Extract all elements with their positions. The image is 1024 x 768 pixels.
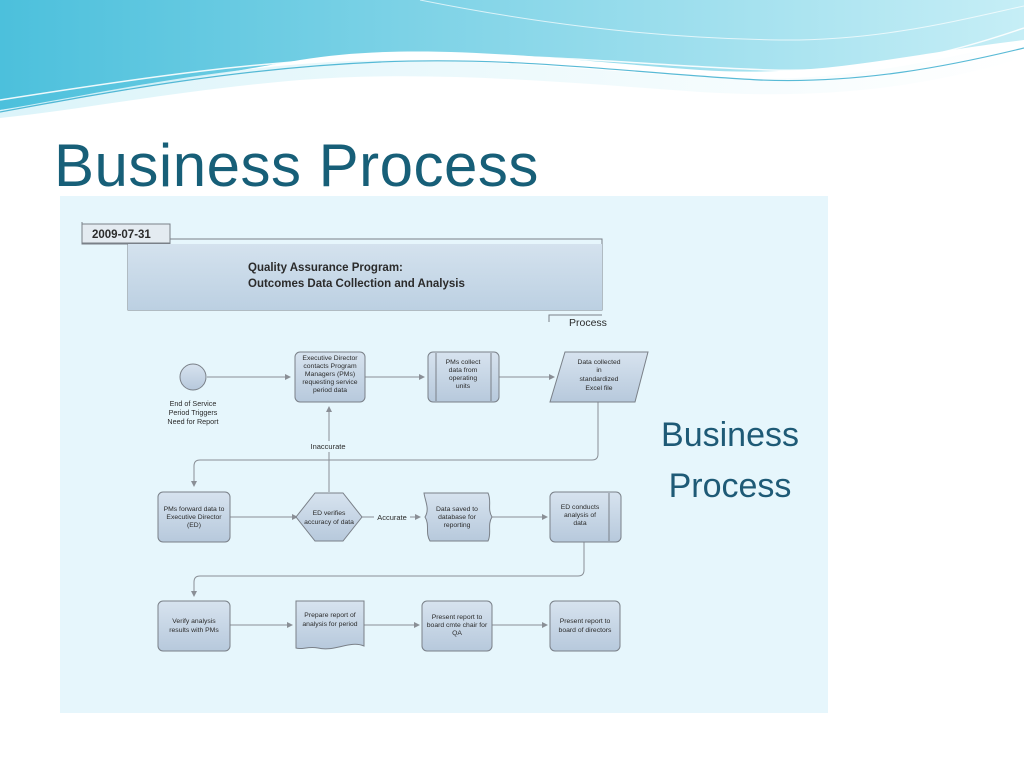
- step-text: data from: [449, 367, 478, 374]
- step-present-to-board: Present report to board of directors: [549, 600, 621, 652]
- step-text: data: [573, 520, 586, 527]
- step-present-to-chair: Present report to board cmte chair for Q…: [421, 600, 493, 652]
- start-event-line2: Period Triggers: [169, 408, 218, 417]
- flow-connectors: [191, 374, 599, 628]
- step-text: PMs forward data to: [164, 506, 225, 513]
- step-text: operating: [449, 375, 478, 382]
- step-text: standardized: [580, 376, 619, 383]
- step-text: requesting service: [302, 379, 357, 386]
- step-text: QA: [452, 630, 462, 637]
- step-text: analysis of: [564, 512, 596, 519]
- step-pms-collect-data: PMs collect data from operating units: [427, 351, 500, 403]
- diagram-header: 2009-07-31 Quality Assurance Program: Ou…: [81, 222, 607, 329]
- header-banner: [128, 244, 602, 310]
- step-text: board cmte chair for: [427, 622, 488, 629]
- step-text: contacts Program: [303, 363, 357, 370]
- process-tag: Process: [569, 317, 607, 329]
- step-text: results with PMs: [169, 627, 219, 634]
- step-text: database for: [438, 514, 477, 521]
- step-text: accuracy of data: [304, 519, 354, 526]
- step-text: (ED): [187, 522, 201, 529]
- edge-label-accurate: Accurate: [377, 513, 407, 522]
- step-text: Present report to: [560, 618, 611, 625]
- step-text: units: [456, 383, 471, 390]
- step-text: analysis for period: [302, 621, 357, 628]
- diagram-date: 2009-07-31: [92, 229, 151, 241]
- decision-ed-verifies: ED verifies accuracy of data: [295, 492, 363, 542]
- start-event: End of Service Period Triggers Need for …: [167, 363, 219, 426]
- step-text: Data saved to: [436, 506, 478, 513]
- step-ed-contacts-pms: Executive Director contacts Program Mana…: [294, 351, 366, 403]
- data-saved-database: Data saved to database for reporting: [423, 492, 493, 542]
- document-prepare-report: Prepare report of analysis for period: [295, 600, 365, 650]
- step-pms-forward-data: PMs forward data to Executive Director (…: [157, 491, 231, 543]
- start-event-line1: End of Service: [170, 399, 217, 408]
- header-line1: Quality Assurance Program:: [248, 262, 403, 274]
- step-text: Executive Director: [302, 355, 358, 362]
- step-verify-analysis: Verify analysis results with PMs: [157, 600, 231, 652]
- step-text: PMs collect: [446, 359, 481, 366]
- step-text: Present report to: [432, 614, 483, 621]
- step-text: Excel file: [585, 385, 612, 392]
- step-text: Prepare report of: [304, 612, 355, 619]
- step-text: Executive Director: [166, 514, 222, 521]
- step-text: reporting: [444, 522, 471, 529]
- slide-title: Business Process: [54, 132, 539, 199]
- side-label-line2: Process: [669, 467, 792, 505]
- step-text: Managers (PMs): [305, 371, 355, 378]
- step-ed-conducts-analysis: ED conducts analysis of data: [549, 491, 622, 543]
- edge-label-inaccurate: Inaccurate: [310, 442, 345, 451]
- step-text: ED conducts: [561, 504, 600, 511]
- step-text: period data: [313, 387, 347, 394]
- step-text: board of directors: [559, 627, 612, 634]
- step-text: Verify analysis: [172, 618, 216, 625]
- start-event-line3: Need for Report: [167, 417, 218, 426]
- side-label-line1: Business: [661, 416, 799, 454]
- header-line2: Outcomes Data Collection and Analysis: [248, 278, 465, 290]
- date-tab: [81, 223, 171, 244]
- step-text: in: [596, 367, 602, 374]
- process-flowchart: 2009-07-31 Quality Assurance Program: Ou…: [60, 196, 828, 713]
- step-text: Data collected: [577, 359, 620, 366]
- data-collected-excel: Data collected in standardized Excel fil…: [549, 351, 649, 403]
- step-text: ED verifies: [313, 510, 346, 517]
